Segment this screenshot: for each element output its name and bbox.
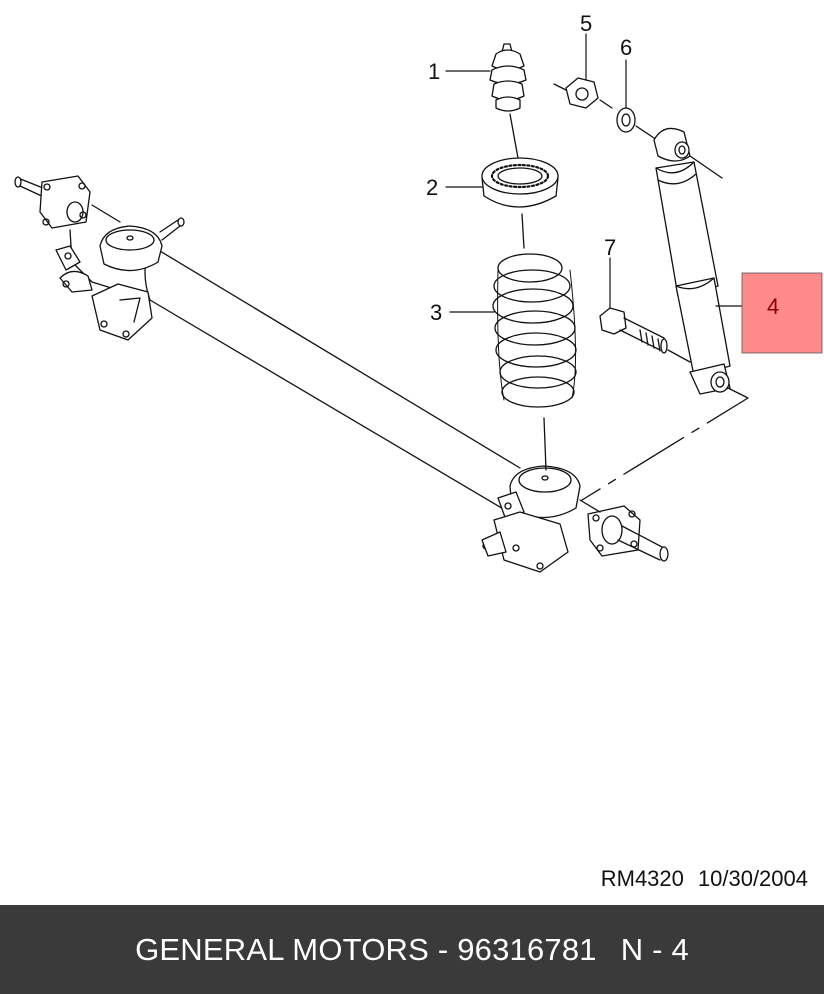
callout-leaders	[445, 33, 743, 313]
footer-separator: -	[437, 931, 449, 967]
callout-3: 3	[430, 300, 442, 325]
part-2-spring-seat	[481, 157, 559, 249]
callout-7: 7	[604, 235, 616, 260]
highlight-box	[741, 272, 823, 354]
part-1-bump-stop	[489, 43, 527, 159]
axle-beam	[144, 244, 521, 511]
footer-brand: GENERAL MOTORS	[135, 931, 429, 967]
right-axle-end	[481, 465, 669, 573]
footer-bar: GENERAL MOTORS - 96316781 N - 4	[0, 905, 824, 994]
callout-2: 2	[426, 175, 438, 200]
callout-1: 1	[428, 59, 440, 84]
footer-part-number: 96316781	[457, 931, 597, 967]
footer-position: N - 4	[620, 931, 689, 967]
callout-4: 4	[767, 294, 779, 319]
drawing-date: 10/30/2004	[697, 866, 808, 891]
part-3-coil-spring	[492, 253, 577, 471]
drawing-reference: RM4320 10/30/2004	[601, 866, 808, 892]
part-7-bolt	[599, 307, 691, 363]
footer-caption: GENERAL MOTORS - 96316781 N - 4	[135, 932, 689, 968]
part-6-washer	[616, 107, 655, 139]
part-4-shock-absorber	[581, 127, 749, 501]
callout-6: 6	[620, 35, 632, 60]
drawing-code: RM4320	[600, 866, 684, 891]
part-5-nut	[553, 77, 613, 109]
callout-5: 5	[580, 11, 592, 36]
exploded-suspension-diagram: 1 2 3 4 5 6 7	[14, 11, 823, 573]
left-axle-end	[14, 175, 185, 341]
